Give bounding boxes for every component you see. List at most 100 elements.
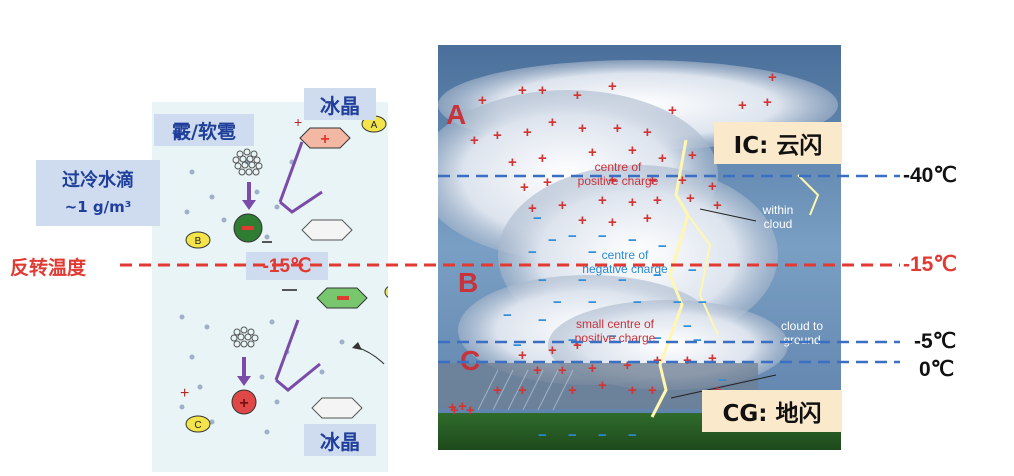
svg-text:+: +: [548, 342, 557, 359]
svg-text:−: −: [693, 332, 702, 349]
graupel-negative-top: [233, 213, 263, 243]
marker-c: C: [194, 420, 201, 431]
svg-text:+: +: [518, 82, 527, 99]
svg-text:+: +: [466, 402, 475, 419]
svg-text:+: +: [738, 97, 747, 114]
svg-text:+: +: [643, 210, 652, 227]
cg-callout: CG: 地闪: [702, 390, 842, 432]
within-cloud-line1: within: [762, 203, 794, 217]
negative-charges: −−−− −−−− −−−− −−−− −−−− −−−− −−−− −−−: [503, 210, 727, 444]
svg-text:−: −: [618, 272, 627, 289]
ic-callout: IC: 云闪: [714, 122, 842, 164]
svg-text:+: +: [458, 398, 467, 415]
svg-text:+: +: [470, 132, 479, 149]
temp-minus15: -15℃: [903, 253, 957, 276]
svg-text:+: +: [588, 144, 597, 161]
svg-text:−: −: [658, 238, 667, 255]
graupel-positive-bottom: +: [231, 389, 257, 415]
svg-text:−: −: [553, 294, 562, 311]
svg-text:+: +: [558, 197, 567, 214]
svg-text:−: −: [653, 330, 662, 347]
svg-text:+: +: [523, 124, 532, 141]
svg-text:+: +: [613, 120, 622, 137]
svg-text:−: −: [718, 372, 727, 389]
cloud-to-ground-label: cloud to ground: [762, 319, 841, 347]
svg-text:−: −: [513, 337, 522, 354]
graupel-label: 霰/软雹: [154, 114, 254, 146]
droplet-cluster-top: [232, 148, 263, 176]
svg-text:+: +: [653, 352, 662, 369]
letter-a: A: [446, 99, 467, 130]
svg-text:−: −: [568, 228, 577, 245]
ice-crystal-outline-bottom: [311, 397, 363, 419]
svg-text:+: +: [648, 382, 657, 399]
cloud-to-ground-line2: ground: [783, 333, 821, 347]
positive-charge-label: centre of positive charge: [558, 160, 678, 188]
svg-text:+: +: [538, 82, 547, 99]
svg-text:+: +: [520, 179, 529, 196]
svg-text:+: +: [608, 172, 617, 189]
svg-text:−: −: [653, 267, 662, 284]
svg-text:−: −: [628, 232, 637, 249]
svg-text:+: +: [686, 190, 695, 207]
svg-text:+: +: [713, 197, 722, 214]
cloud-to-ground-line1: cloud to: [780, 319, 824, 333]
svg-text:−: −: [588, 244, 597, 261]
svg-text:−: −: [683, 318, 692, 335]
svg-text:+: +: [628, 194, 637, 211]
svg-text:−: −: [588, 294, 597, 311]
supercooled-label: 过冷水滴: [62, 170, 134, 191]
supercooled-box: 过冷水滴 ~1 g/m³: [36, 160, 160, 226]
svg-text:+: +: [450, 402, 459, 419]
svg-text:+: +: [708, 350, 717, 367]
svg-text:−: −: [673, 294, 682, 311]
svg-text:+: +: [493, 127, 502, 144]
svg-text:−: −: [608, 328, 617, 345]
svg-text:+: +: [573, 337, 582, 354]
svg-text:+: +: [588, 360, 597, 377]
svg-text:−: −: [548, 232, 557, 249]
svg-text:−: −: [528, 244, 537, 261]
svg-text:+: +: [493, 382, 502, 399]
svg-text:+: +: [658, 150, 667, 167]
svg-text:+: +: [294, 114, 302, 130]
svg-text:+: +: [643, 124, 652, 141]
svg-text:+: +: [768, 69, 777, 86]
svg-text:+: +: [533, 362, 542, 379]
svg-text:−: −: [628, 427, 637, 444]
marker-b-top: B: [195, 236, 202, 247]
svg-text:+: +: [668, 102, 677, 119]
svg-text:−: −: [533, 210, 542, 227]
svg-text:−: −: [698, 294, 707, 311]
svg-text:+: +: [688, 147, 697, 164]
positive-charge-label-line1: centre of: [594, 160, 642, 174]
svg-text:+: +: [573, 87, 582, 104]
svg-text:+: +: [598, 377, 607, 394]
negative-charge-label-line1: centre of: [601, 248, 649, 262]
positive-charge-label-line2: positive charge: [577, 174, 659, 188]
svg-text:+: +: [548, 114, 557, 131]
svg-text:+: +: [678, 172, 687, 189]
svg-text:+: +: [708, 178, 717, 195]
svg-text:−: −: [598, 427, 607, 444]
temp-minus40: -40℃: [903, 164, 957, 187]
svg-text:−: −: [568, 332, 577, 349]
droplets: [179, 139, 345, 435]
svg-text:+: +: [239, 395, 248, 412]
svg-text:+: +: [448, 399, 457, 416]
reversal-label: 反转温度: [10, 257, 87, 279]
svg-text:+: +: [628, 382, 637, 399]
charging-sketch: B + A + + +: [179, 114, 410, 435]
svg-text:+: +: [628, 142, 637, 159]
svg-text:+: +: [648, 172, 657, 189]
svg-text:+: +: [598, 192, 607, 209]
svg-text:+: +: [558, 362, 567, 379]
svg-text:−: −: [688, 262, 697, 279]
letter-c: C: [460, 345, 481, 376]
svg-text:+: +: [608, 78, 617, 95]
small-positive-label-line1: small centre of: [575, 317, 655, 331]
svg-text:+: +: [538, 150, 547, 167]
supercooled-density: ~1 g/m³: [64, 198, 132, 216]
ice-crystal-label-top: 冰晶: [304, 88, 376, 120]
